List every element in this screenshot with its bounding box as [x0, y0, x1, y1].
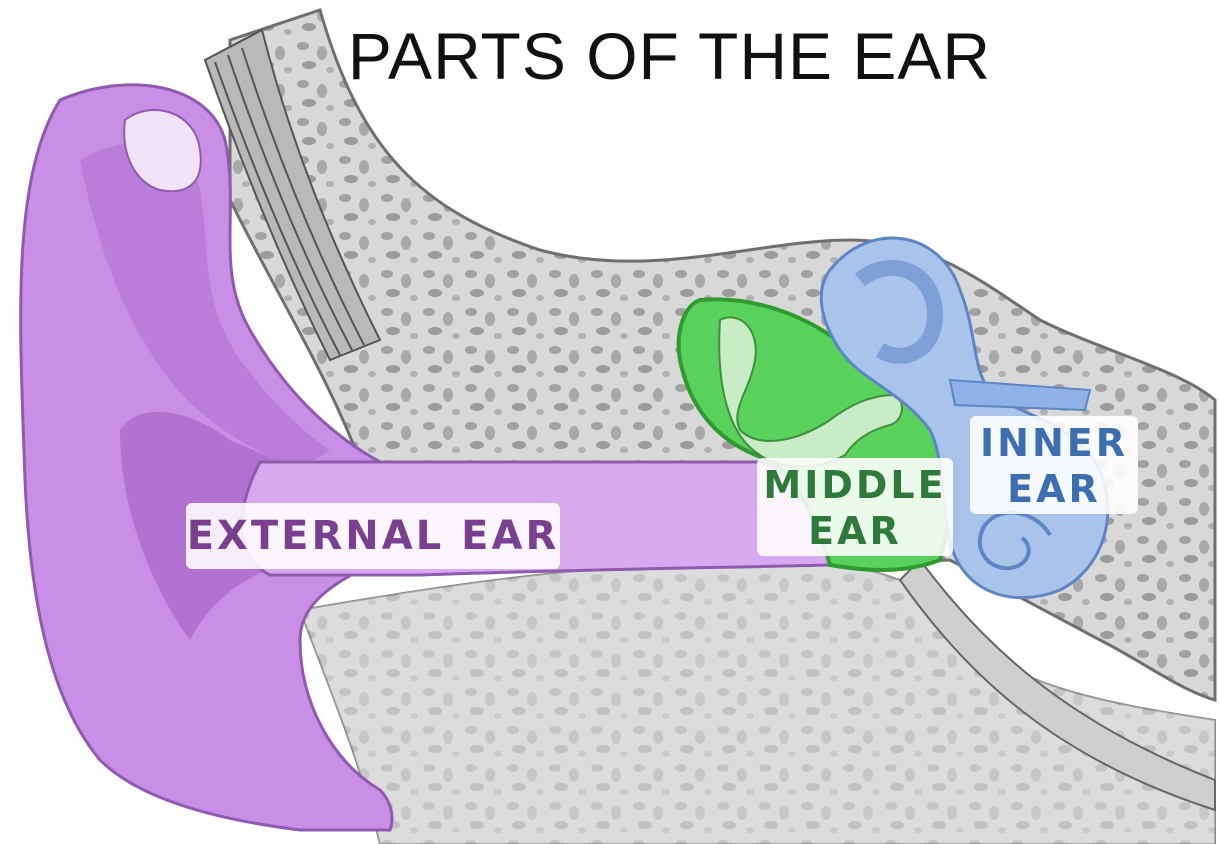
inner-ear-label-line1: INNER: [970, 420, 1138, 466]
inner-ear-label: INNER EAR: [970, 416, 1138, 514]
middle-ear-label-line1: MIDDLE: [757, 462, 953, 508]
external-ear-label-text: EXTERNAL EAR: [186, 503, 560, 569]
middle-ear-label-line2: EAR: [757, 508, 953, 554]
diagram-title: PARTS OF THE EAR: [0, 16, 1219, 96]
inner-ear-label-line2: EAR: [970, 466, 1138, 512]
external-ear-label: EXTERNAL EAR: [186, 503, 560, 569]
middle-ear-label: MIDDLE EAR: [757, 458, 953, 556]
